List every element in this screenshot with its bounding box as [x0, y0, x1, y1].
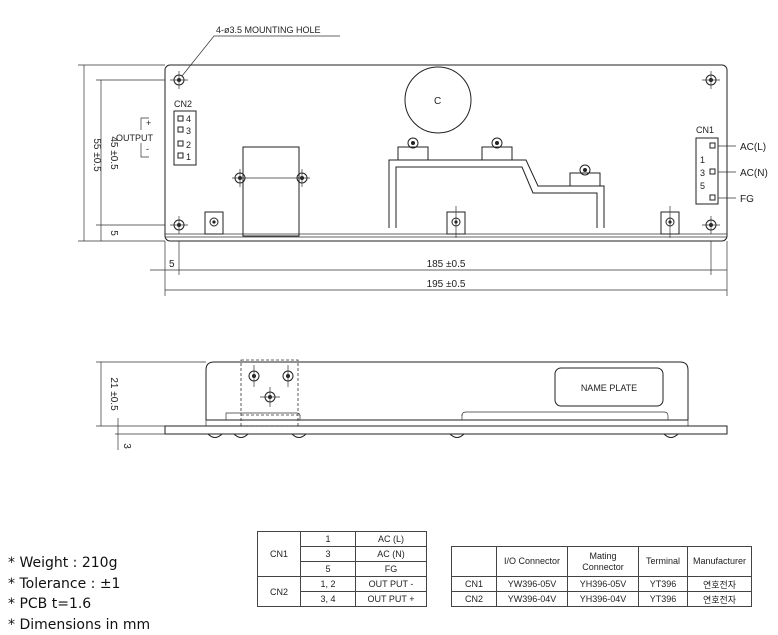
cn2-pins: 4 3 2 1 — [178, 114, 191, 162]
table-row: CN1 YW396-05V YH396-05V YT396 연호전자 — [452, 577, 752, 592]
dim-pcb-thickness: 3 — [121, 443, 132, 449]
pin-number: 1, 2 — [301, 577, 356, 592]
top-view: 4-ø3.5 MOUNTING HOLE C CN2 4 3 2 1 + - O… — [78, 25, 768, 296]
column-header — [452, 547, 497, 577]
dim-height-total: 55 ±0.5 — [91, 138, 102, 172]
cn1-label: CN1 — [696, 125, 714, 135]
pin-number: 3 — [301, 547, 356, 562]
table-row: CN2 YW396-04V YH396-04V YT396 연호전자 — [452, 592, 752, 607]
dim-height-offset: 5 — [108, 230, 119, 236]
mounting-hole — [702, 71, 720, 89]
output-label: OUTPUT — [116, 133, 154, 143]
dim-height-inner: 45 ±0.5 — [108, 136, 119, 170]
mounting-hole — [170, 71, 188, 89]
column-header: Mating Connector — [568, 547, 639, 577]
dim-width-offset: 5 — [169, 259, 175, 270]
side-view: NAME PLATE 21 ±0.5 3 — [96, 360, 727, 450]
pin-signal: FG — [356, 562, 427, 577]
svg-text:3: 3 — [700, 168, 705, 178]
mounting-hole-callout: 4-ø3.5 MOUNTING HOLE — [216, 25, 321, 35]
pin-signal: AC (N) — [356, 547, 427, 562]
svg-text:3: 3 — [186, 126, 191, 136]
pin-group-cn1: CN1 — [258, 532, 301, 577]
pin-assignment-table: CN1 1 AC (L) 3 AC (N) 5 FG CN2 1, 2 OUT … — [257, 531, 427, 607]
pin-signal: OUT PUT + — [356, 592, 427, 607]
mounting-hole — [702, 216, 720, 234]
table-cell: YT396 — [639, 592, 688, 607]
cn2-label: CN2 — [174, 99, 192, 109]
capacitor-label: C — [434, 96, 441, 107]
cn1-signal-acl: AC(L) — [740, 142, 766, 153]
plus-sign: + — [146, 118, 151, 128]
dim-width-total: 195 ±0.5 — [427, 279, 466, 290]
table-cell: YW396-05V — [497, 577, 568, 592]
cn1-pins: 1 3 5 — [700, 143, 715, 200]
pin-number: 5 — [301, 562, 356, 577]
heatsink-bracket — [389, 138, 604, 228]
dim-width-inner: 185 ±0.5 — [427, 259, 466, 270]
svg-text:5: 5 — [700, 181, 705, 191]
table-row: CN2 1, 2 OUT PUT - — [258, 577, 427, 592]
note-tolerance: * Tolerance : ±1 — [8, 574, 150, 595]
heatsink-left — [232, 147, 310, 236]
pin-number: 3, 4 — [301, 592, 356, 607]
svg-text:4: 4 — [186, 114, 191, 124]
cn1-signal-acn: AC(N) — [740, 168, 768, 179]
svg-text:1: 1 — [700, 155, 705, 165]
pin-group-cn2: CN2 — [258, 577, 301, 607]
notes: * Weight : 210g * Tolerance : ±1 * PCB t… — [8, 553, 150, 635]
pcb — [165, 426, 727, 434]
pin-number: 1 — [301, 532, 356, 547]
cn1-signal-fg: FG — [740, 194, 754, 205]
note-dimensions: * Dimensions in mm — [8, 615, 150, 635]
cn2-connector — [174, 111, 196, 165]
note-weight: * Weight : 210g — [8, 553, 150, 574]
pin-signal: OUT PUT - — [356, 577, 427, 592]
table-cell: CN2 — [452, 592, 497, 607]
column-header: Terminal — [639, 547, 688, 577]
column-header: Manufacturer — [688, 547, 752, 577]
board-outline — [165, 65, 727, 241]
table-cell: YT396 — [639, 577, 688, 592]
table-cell: YW396-04V — [497, 592, 568, 607]
connector-table: I/O Connector Mating Connector Terminal … — [451, 546, 752, 607]
svg-text:1: 1 — [186, 152, 191, 162]
dim-side-height: 21 ±0.5 — [108, 377, 119, 411]
table-cell: CN1 — [452, 577, 497, 592]
svg-text:2: 2 — [186, 140, 191, 150]
note-pcb: * PCB t=1.6 — [8, 594, 150, 615]
table-row: CN1 1 AC (L) — [258, 532, 427, 547]
pin-signal: AC (L) — [356, 532, 427, 547]
table-cell: 연호전자 — [688, 577, 752, 592]
table-cell: 연호전자 — [688, 592, 752, 607]
table-cell: YH396-05V — [568, 577, 639, 592]
table-cell: YH396-04V — [568, 592, 639, 607]
table-header-row: I/O Connector Mating Connector Terminal … — [452, 547, 752, 577]
name-plate-label: NAME PLATE — [581, 383, 637, 393]
minus-sign: - — [146, 144, 149, 154]
column-header: I/O Connector — [497, 547, 568, 577]
side-heatsink — [241, 360, 298, 426]
bottom-brackets — [205, 206, 679, 238]
mounting-hole — [170, 216, 188, 234]
